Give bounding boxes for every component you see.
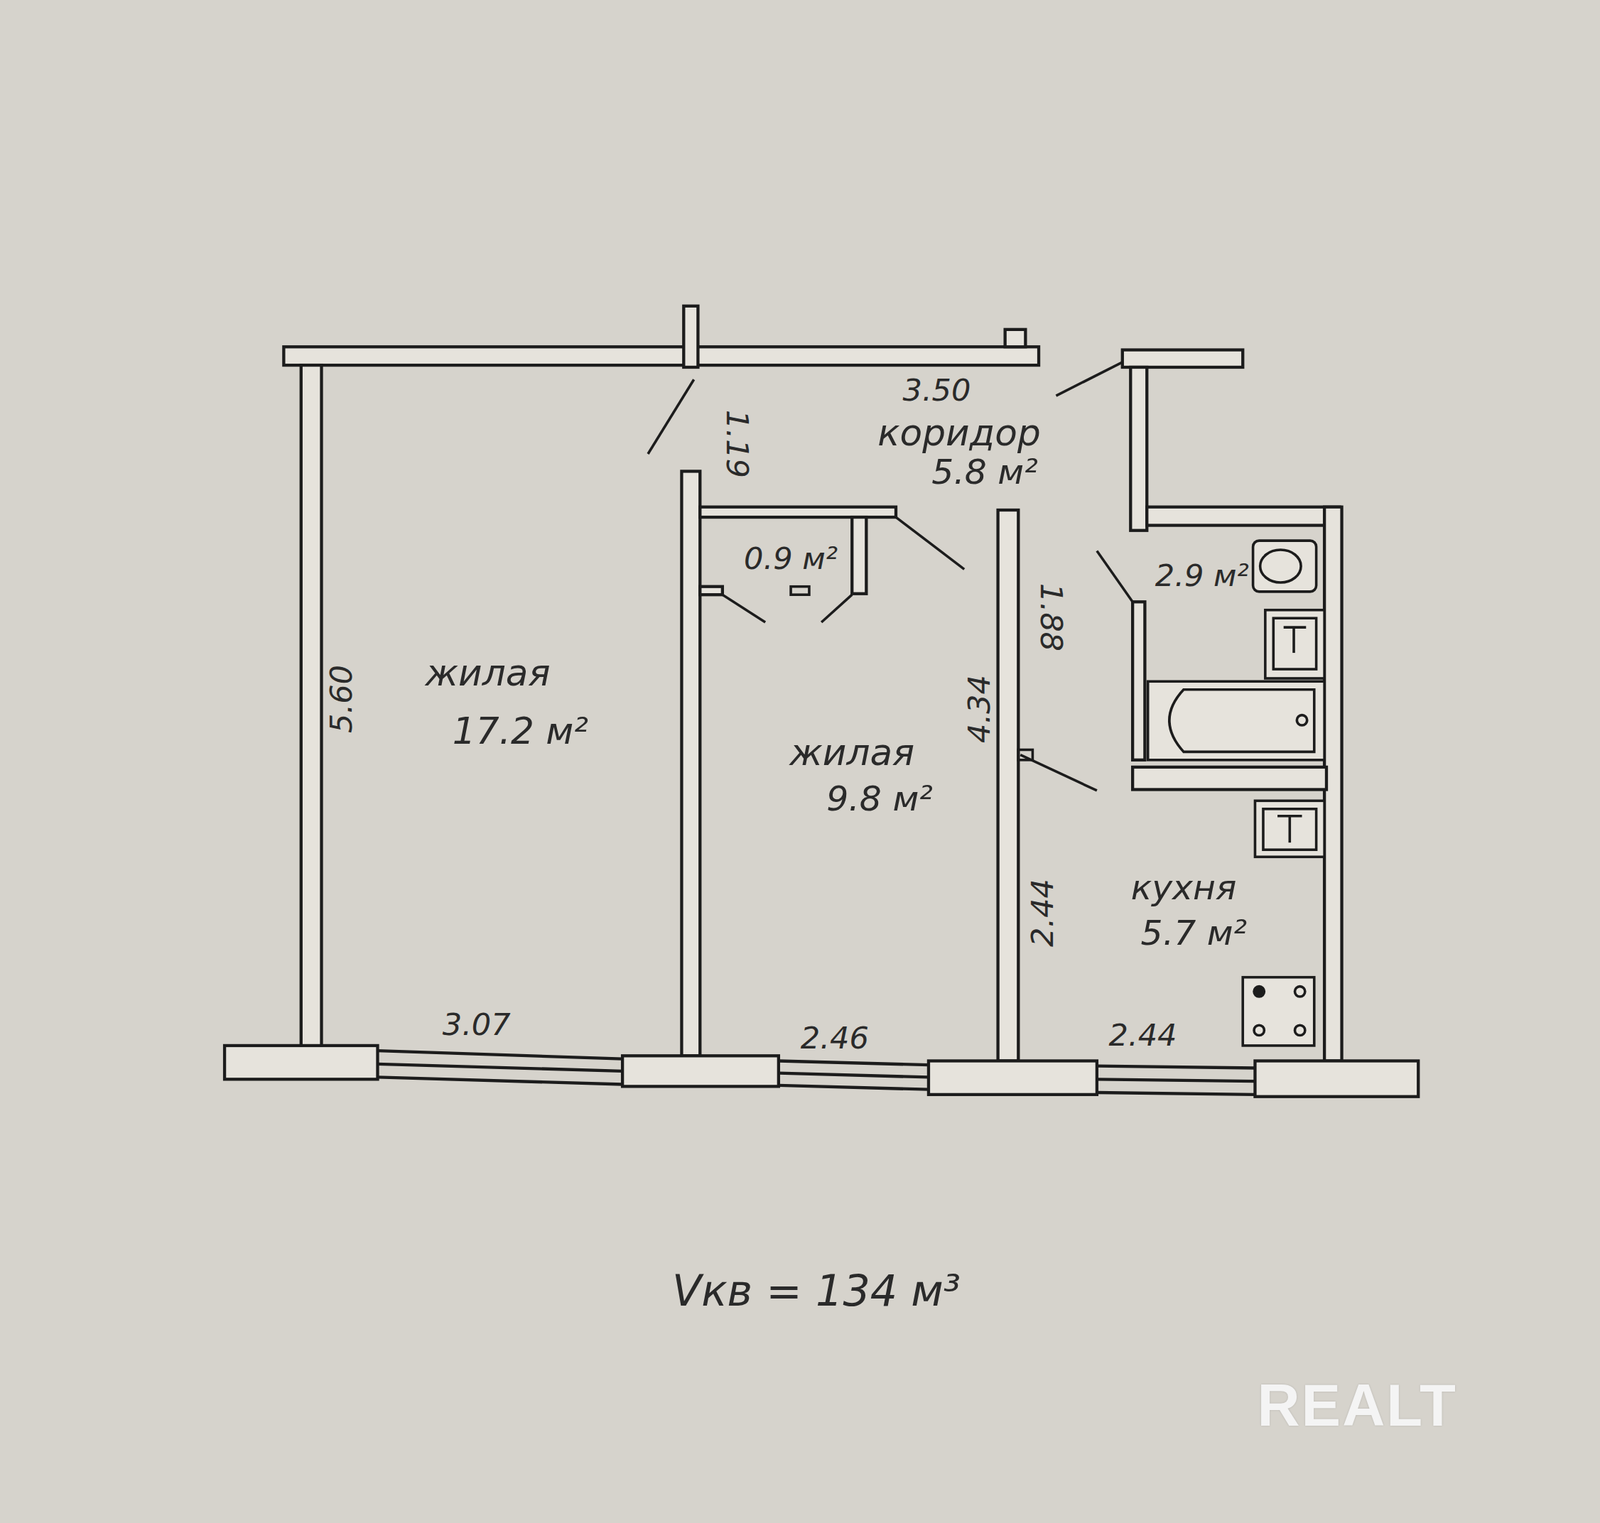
room-area: 9.8 м² [826,781,933,817]
fixtures [1148,540,1325,1046]
watermark: REALT [1256,1376,1457,1436]
volume-note: Vкв = 134 м³ [672,1269,961,1313]
room-area: 2.9 м² [1155,561,1250,592]
room-name: жилая [425,655,551,693]
dimension-label: 3.07 [442,1010,511,1041]
dimension-label: 2.44 [1109,1020,1178,1051]
windows [377,1050,1255,1095]
room-area: 0.9 м² [743,544,838,575]
dimension-label: 2.44 [1027,878,1058,948]
room-name: жилая [789,734,915,772]
dimension-label: 1.19 [721,409,752,479]
dimension-label: 4.34 [964,674,995,744]
room-area: 5.8 м² [931,455,1039,491]
room-area: 5.7 м² [1141,916,1248,952]
room-name: коридор [877,415,1041,453]
dimension-label: 2.46 [800,1023,869,1055]
dimension-label: 5.60 [326,665,358,734]
door-swings [647,362,1133,791]
walls [224,306,1419,1097]
dimension-label: 3.50 [902,375,971,407]
room-name: кухня [1131,870,1237,906]
room-area: 17.2 м² [452,713,589,751]
dimension-label: 1.88 [1035,583,1067,652]
